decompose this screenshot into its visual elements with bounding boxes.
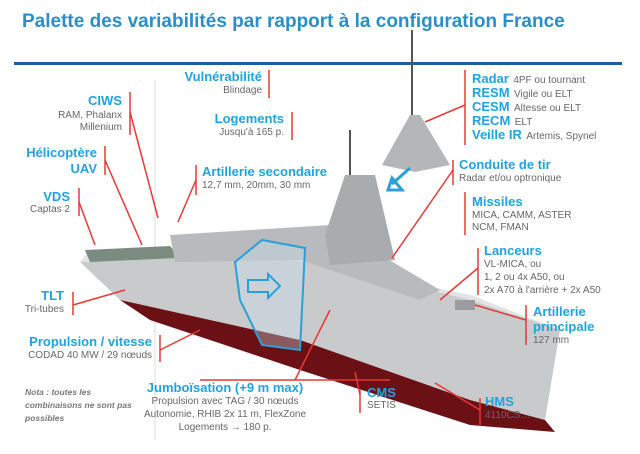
hms-detail: 4110CS… bbox=[485, 410, 531, 421]
cms-heading: CMS bbox=[367, 385, 396, 400]
sensor-radar: Radar 4PF ou tournant bbox=[472, 71, 585, 87]
propulsion-detail: CODAD 40 MW / 29 nœuds bbox=[28, 350, 152, 361]
logements-detail: Jusqu'à 165 p. bbox=[219, 127, 284, 138]
radar-module bbox=[382, 115, 450, 172]
mast-tower bbox=[325, 175, 395, 265]
ship-hull bbox=[80, 255, 560, 420]
vulnerabilite-heading: Vulnérabilité bbox=[184, 69, 262, 84]
vulnerabilite-detail: Blindage bbox=[223, 85, 262, 96]
jumbo-detail-1: Propulsion avec TAG / 30 nœuds bbox=[151, 396, 299, 407]
lanceurs-detail-3: 2x A70 à l'arrière + 2x A50 bbox=[484, 285, 601, 296]
veille-ir-detail: Artemis, Spynel bbox=[526, 131, 597, 142]
conduite-detail: Radar et/ou optronique bbox=[459, 173, 562, 184]
cesm-heading: CESM bbox=[472, 99, 510, 114]
jumbo-detail-3: Logements → 180 p. bbox=[178, 422, 272, 433]
hms-heading: HMS bbox=[485, 394, 514, 409]
logements-heading: Logements bbox=[214, 111, 284, 126]
lanceurs-detail-2: 1, 2 ou 4x A50, ou bbox=[484, 272, 565, 283]
helicoptere-heading: Hélicoptère bbox=[26, 145, 97, 160]
artillerie-secondaire-heading: Artillerie secondaire bbox=[202, 164, 327, 179]
artillerie-principale-detail: 127 mm bbox=[533, 335, 570, 346]
sensor-veille-ir: Veille IR Artemis, Spynel bbox=[472, 127, 596, 143]
cesm-detail: Altesse ou ELT bbox=[514, 103, 582, 114]
title-divider bbox=[14, 62, 622, 65]
ciws-detail-1: RAM, Phalanx bbox=[58, 110, 122, 121]
main-gun bbox=[455, 300, 475, 310]
artillerie-principale-heading-1: Artillerie bbox=[533, 304, 586, 319]
nota-note: Nota : toutes les combinaisons ne sont p… bbox=[25, 387, 132, 423]
resm-detail: Vigile ou ELT bbox=[514, 89, 573, 100]
helideck bbox=[85, 246, 180, 262]
missiles-detail-1: MICA, CAMM, ASTER bbox=[472, 210, 572, 221]
radar-heading: Radar bbox=[472, 71, 509, 86]
missiles-detail-2: NCM, FMAN bbox=[472, 222, 529, 233]
page-title: Palette des variabilités par rapport à l… bbox=[22, 11, 565, 32]
vds-detail: Captas 2 bbox=[29, 204, 70, 215]
conduite-heading: Conduite de tir bbox=[459, 157, 551, 172]
arrow-right-icon bbox=[247, 271, 282, 301]
cms-detail: SETIS bbox=[367, 400, 396, 411]
ciws-heading: CIWS bbox=[88, 93, 122, 108]
resm-heading: RESM bbox=[472, 85, 510, 100]
sensor-cesm: CESM Altesse ou ELT bbox=[472, 99, 581, 115]
tlt-detail: Tri-tubes bbox=[24, 304, 64, 315]
leader-lines bbox=[72, 70, 527, 425]
tlt-heading: TLT bbox=[41, 288, 64, 303]
recm-heading: RECM bbox=[472, 113, 511, 128]
missiles-heading: Missiles bbox=[472, 194, 523, 209]
radar-detail: 4PF ou tournant bbox=[513, 75, 586, 86]
propulsion-heading: Propulsion / vitesse bbox=[29, 334, 152, 349]
vds-heading: VDS bbox=[43, 189, 70, 204]
sensor-recm: RECM ELT bbox=[472, 113, 532, 129]
artillerie-principale-heading-2: principale bbox=[533, 319, 595, 334]
recm-detail: ELT bbox=[514, 117, 533, 128]
veille-ir-heading: Veille IR bbox=[472, 127, 522, 142]
lanceurs-detail-1: VL-MICA, ou bbox=[484, 259, 542, 270]
ship-hull-underwater bbox=[120, 300, 555, 432]
uav-heading: UAV bbox=[70, 161, 97, 176]
sensor-resm: RESM Vigile ou ELT bbox=[472, 85, 573, 101]
superstructure bbox=[170, 225, 440, 300]
lanceurs-heading: Lanceurs bbox=[484, 243, 542, 258]
ciws-detail-2: Millenium bbox=[79, 122, 122, 133]
artillerie-secondaire-detail: 12,7 mm, 20mm, 30 mm bbox=[202, 180, 311, 191]
jumbo-heading: Jumboïsation (+9 m max) bbox=[146, 380, 304, 395]
jumbo-detail-2: Autonomie, RHIB 2x 11 m, FlexZone bbox=[143, 409, 307, 420]
arrow-icon bbox=[385, 166, 411, 192]
